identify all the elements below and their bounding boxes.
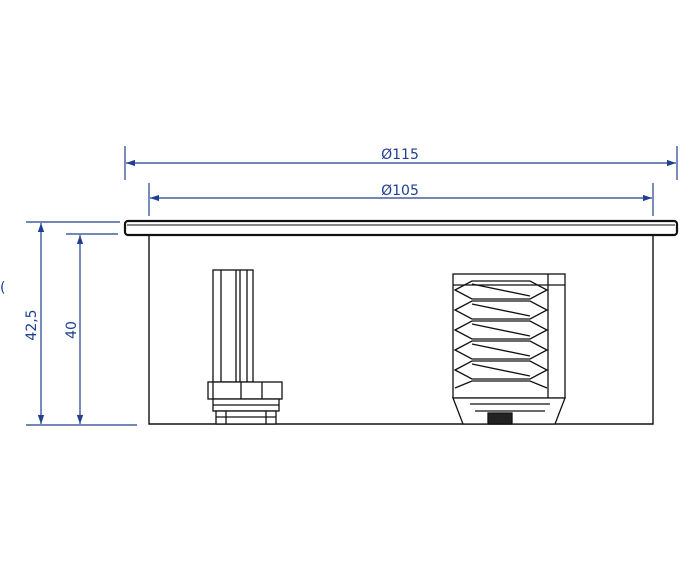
post-clip-component [207,269,283,425]
outer-diameter-dimension [124,146,678,180]
lid-flange [123,219,679,237]
part-outline [123,219,679,425]
clip-head [207,381,283,400]
screw-body [452,273,566,399]
total-height-label: 42,5 [24,309,40,340]
side-marker: ( [0,280,5,296]
body-height-dimension [66,233,118,424]
post-body [212,269,254,383]
body-box [148,235,654,425]
inner-diameter-label: Ø105 [381,183,419,199]
thread-teeth [453,280,549,389]
threaded-screw-component [452,273,566,425]
screw-nub [487,412,513,425]
body-height-label: 40 [64,321,80,339]
outer-diameter-label: Ø115 [381,147,419,163]
inner-diameter-dimension [148,183,654,216]
total-height-dimension [26,221,137,426]
